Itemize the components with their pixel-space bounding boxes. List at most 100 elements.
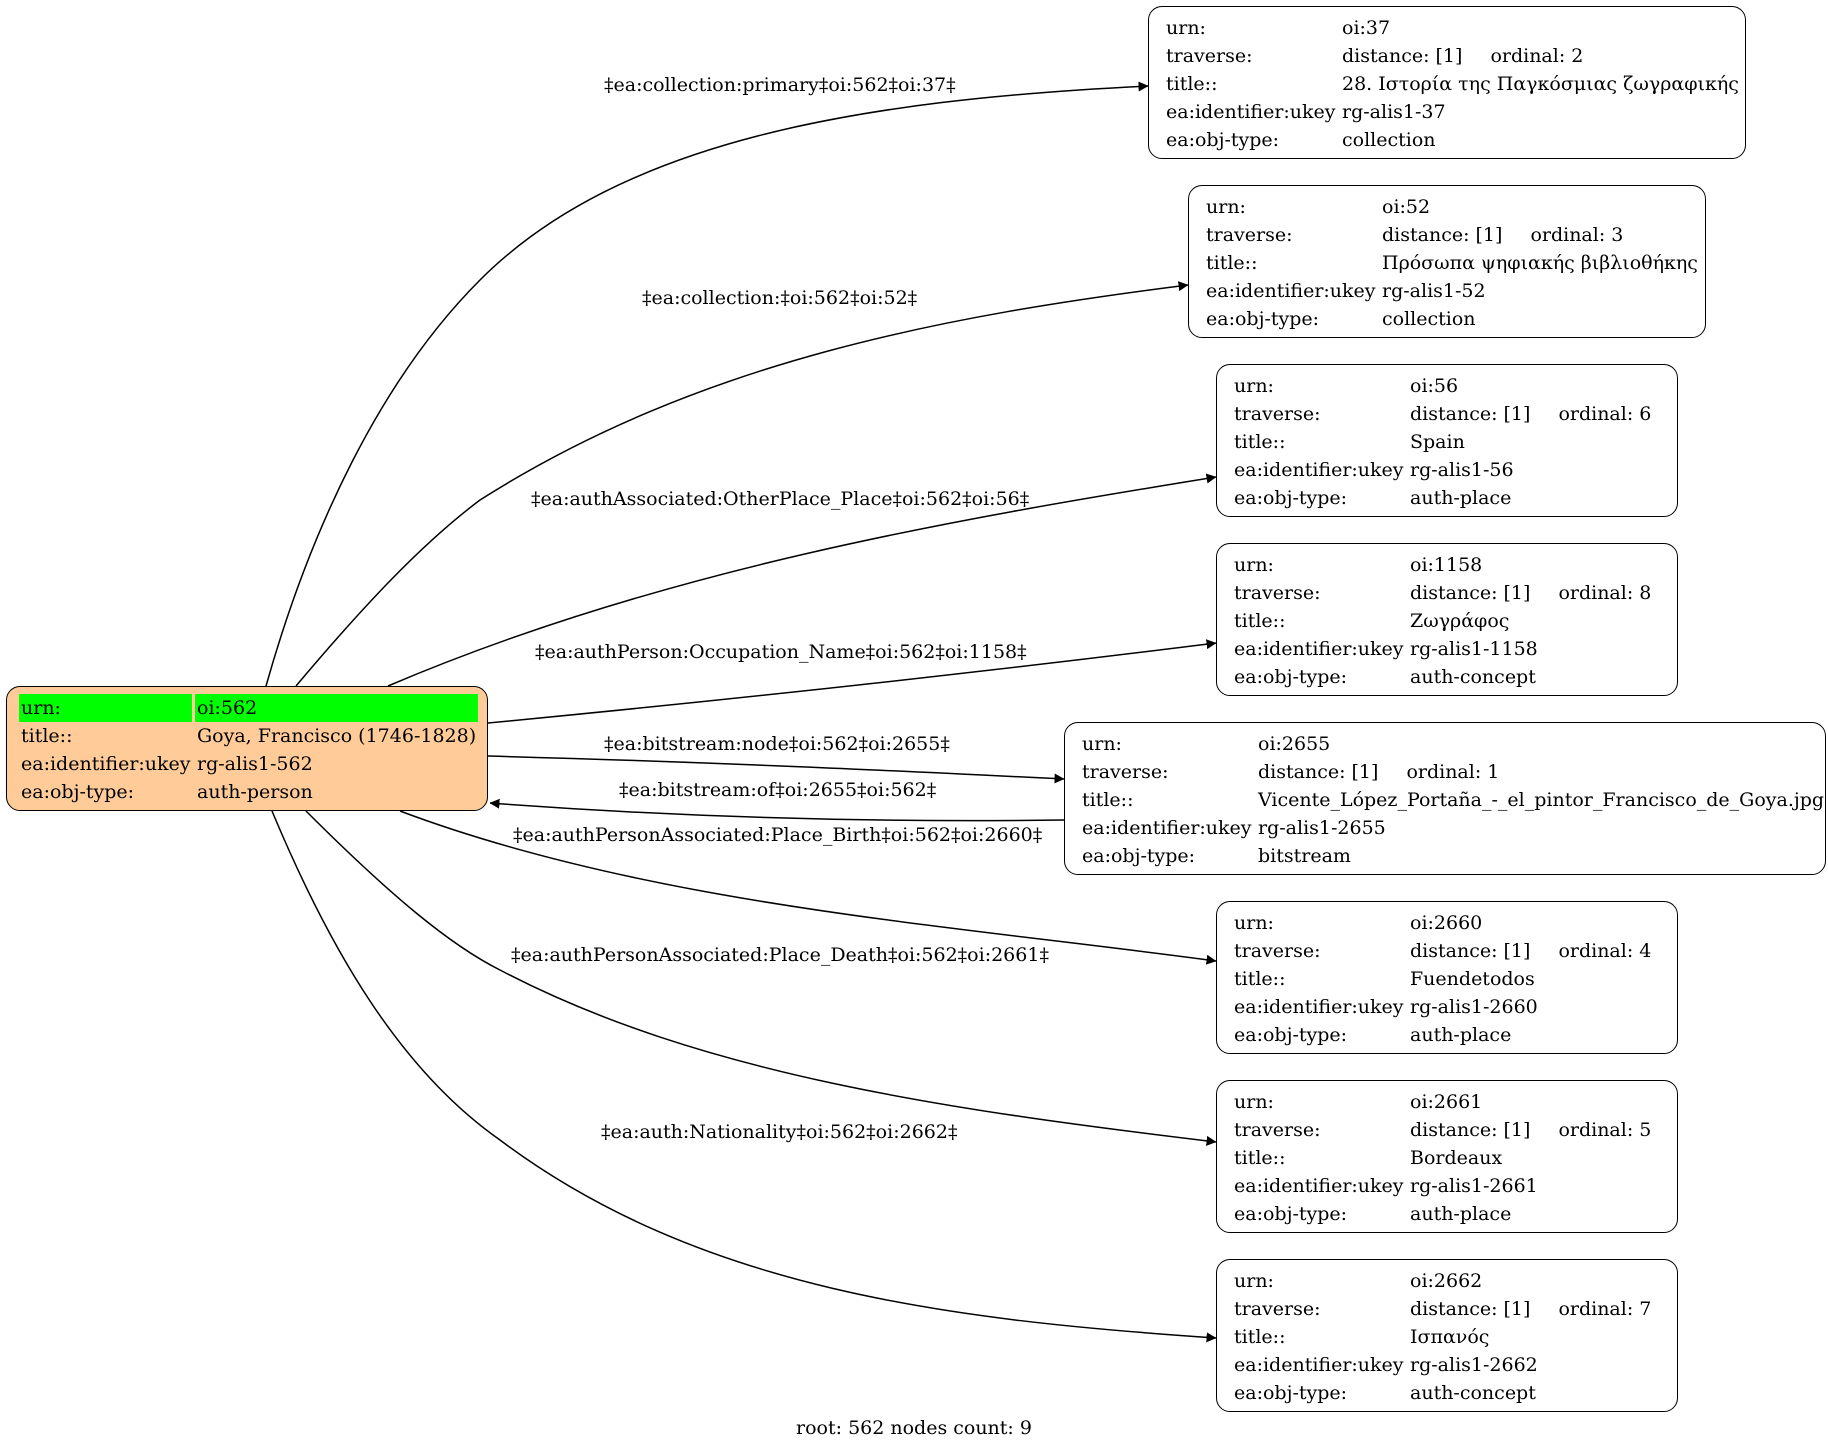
edge-label-place-birth: ‡ea:authPersonAssociated:Place_Birth‡oi:…: [513, 824, 1043, 846]
node-oi-2660[interactable]: urn: oi:2660 traverse: distance: [1] ordina…: [1216, 901, 1678, 1054]
node-urn-row: urn:oi:2655: [1080, 730, 1825, 758]
urn-key: urn:: [1206, 196, 1246, 218]
urn-value: oi:2661: [1410, 1091, 1483, 1113]
objtype-key: ea:obj-type:: [1166, 129, 1280, 151]
node-urn-row: urn: oi:2661: [1232, 1088, 1677, 1116]
node-title-row: title::Vicente_López_Portaña_-_el_pintor…: [1080, 786, 1825, 814]
root-objtype-value: auth-person: [197, 781, 313, 803]
objtype-value: collection: [1382, 308, 1476, 330]
root-ukey-key: ea:identifier:ukey: [21, 753, 191, 775]
urn-key: urn:: [1234, 1091, 1274, 1113]
title-key: title::: [1234, 610, 1286, 632]
title-key: title::: [1206, 252, 1258, 274]
node-traverse-row: traverse: distance: [1] ordinal: 3: [1204, 221, 1705, 249]
root-node[interactable]: urn: oi:562 title:: Goya, Francisco (174…: [6, 686, 488, 811]
ukey-value: rg-alis1-1158: [1410, 638, 1538, 660]
node-oi-37[interactable]: urn:oi:37 traverse:distance: [1]ordinal:…: [1148, 6, 1746, 159]
ukey-key: ea:identifier:ukey: [1234, 1175, 1404, 1197]
objtype-key: ea:obj-type:: [1234, 1382, 1348, 1404]
node-urn-row: urn: oi:2660: [1232, 909, 1677, 937]
urn-key: urn:: [1082, 733, 1122, 755]
node-oi-56[interactable]: urn:oi:56 traverse:distance: [1]ordinal:…: [1216, 364, 1678, 517]
objtype-key: ea:obj-type:: [1206, 308, 1320, 330]
urn-value: oi:2660: [1410, 912, 1483, 934]
ordinal-value: ordinal: 3: [1530, 224, 1624, 246]
traverse-key: traverse:: [1234, 940, 1321, 962]
ukey-value: rg-alis1-2660: [1410, 996, 1538, 1018]
ukey-key: ea:identifier:ukey: [1234, 459, 1404, 481]
node-oi-2662[interactable]: urn:oi:2662 traverse:distance: [1]ordina…: [1216, 1259, 1678, 1412]
edge-bitstream-node: [487, 755, 1065, 784]
node-title-row: title::Ζωγράφος: [1232, 607, 1677, 635]
ordinal-value: ordinal: 4: [1558, 940, 1652, 962]
edge-collection-primary: [265, 81, 1149, 687]
node-traverse-row: traverse:distance: [1]ordinal: 7: [1232, 1295, 1677, 1323]
root-urn-row: urn: oi:562: [19, 694, 478, 722]
node-objtype-row: ea:obj-type: auth-concept: [1232, 663, 1677, 691]
edge-nationality: [271, 810, 1217, 1343]
title-value: Bordeaux: [1410, 1147, 1503, 1169]
title-value: Ισπανός: [1410, 1326, 1490, 1348]
node-title-row: title::Fuendetodos: [1232, 965, 1677, 993]
node-traverse-row: traverse:distance: [1]ordinal: 8: [1232, 579, 1677, 607]
node-urn-row: urn: oi:37: [1164, 14, 1745, 42]
objtype-value: auth-place: [1410, 1203, 1512, 1225]
title-key: title::: [1166, 73, 1218, 95]
objtype-key: ea:obj-type:: [1234, 1024, 1348, 1046]
ordinal-value: ordinal: 8: [1558, 582, 1652, 604]
node-traverse-row: traverse:distance: [1]ordinal: 5: [1232, 1116, 1677, 1144]
distance-value: distance: [1]: [1258, 761, 1379, 783]
urn-value: oi:37: [1342, 17, 1391, 39]
node-oi-1158[interactable]: urn:oi:1158 traverse:distance: [1]ordina…: [1216, 543, 1678, 696]
title-value: Spain: [1410, 431, 1465, 453]
node-ukey-row: ea:identifier:ukey rg-alis1-56: [1232, 456, 1677, 484]
node-urn-row: urn:oi:2662: [1232, 1267, 1677, 1295]
node-objtype-row: ea:obj-type:auth-place: [1232, 1021, 1677, 1049]
node-objtype-row: ea:obj-type:collection: [1164, 126, 1745, 154]
root-objtype-key: ea:obj-type:: [21, 781, 135, 803]
ukey-key: ea:identifier:ukey: [1166, 101, 1336, 123]
objtype-value: auth-place: [1410, 487, 1512, 509]
distance-value: distance: [1]: [1342, 45, 1463, 67]
edge-label-collection: ‡ea:collection:‡oi:562‡oi:52‡: [642, 287, 918, 309]
edge-label-other-place: ‡ea:authAssociated:OtherPlace_Place‡oi:5…: [531, 488, 1030, 510]
node-traverse-row: traverse:distance: [1]ordinal: 6: [1232, 400, 1677, 428]
ukey-value: rg-alis1-56: [1410, 459, 1514, 481]
distance-value: distance: [1]: [1410, 940, 1531, 962]
urn-key: urn:: [1166, 17, 1206, 39]
objtype-key: ea:obj-type:: [1234, 666, 1348, 688]
traverse-key: traverse:: [1206, 224, 1293, 246]
graph-footer: root: 562 nodes count: 9: [796, 1417, 1032, 1439]
node-objtype-row: ea:obj-type:bitstream: [1080, 842, 1825, 870]
objtype-key: ea:obj-type:: [1234, 487, 1348, 509]
node-title-row: title::Πρόσωπα ψηφιακής βιβλιοθήκης: [1204, 249, 1705, 277]
node-objtype-row: ea:obj-type: auth-place: [1232, 1200, 1677, 1228]
objtype-value: auth-concept: [1410, 666, 1536, 688]
objtype-key: ea:obj-type:: [1082, 845, 1196, 867]
root-title-key: title::: [21, 725, 73, 747]
edge-label-bitstream-of: ‡ea:bitstream:of‡oi:2655‡oi:562‡: [619, 779, 937, 801]
ukey-value: rg-alis1-2655: [1258, 817, 1386, 839]
title-key: title::: [1234, 968, 1286, 990]
distance-value: distance: [1]: [1382, 224, 1503, 246]
ordinal-value: ordinal: 7: [1558, 1298, 1652, 1320]
node-oi-52[interactable]: urn:oi:52 traverse:distance: [1]ordinal:…: [1188, 185, 1706, 338]
urn-value: oi:56: [1410, 375, 1459, 397]
urn-value: oi:2662: [1410, 1270, 1483, 1292]
node-urn-row: urn:oi:1158: [1232, 551, 1677, 579]
ukey-value: rg-alis1-2661: [1410, 1175, 1538, 1197]
ukey-key: ea:identifier:ukey: [1206, 280, 1376, 302]
objtype-key: ea:obj-type:: [1234, 1203, 1348, 1225]
title-value: Fuendetodos: [1410, 968, 1535, 990]
node-oi-2655[interactable]: urn:oi:2655 traverse:distance: [1]ordina…: [1064, 722, 1826, 875]
urn-value: oi:1158: [1410, 554, 1483, 576]
edge-occupation: [487, 639, 1217, 724]
traverse-key: traverse:: [1234, 582, 1321, 604]
urn-key: urn:: [1234, 912, 1274, 934]
node-traverse-row: traverse:distance: [1]ordinal: 1: [1080, 758, 1825, 786]
node-oi-2661[interactable]: urn: oi:2661 traverse:distance: [1]ordina…: [1216, 1080, 1678, 1233]
title-value: Πρόσωπα ψηφιακής βιβλιοθήκης: [1382, 252, 1698, 274]
title-key: title::: [1082, 789, 1134, 811]
